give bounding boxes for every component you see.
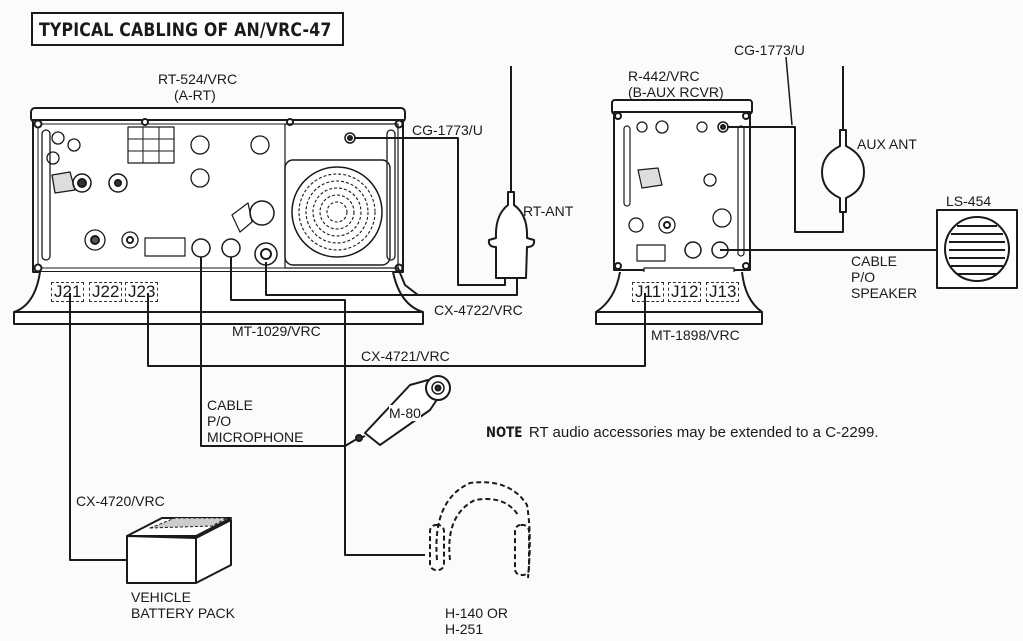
aux-unit-name: R-442/VRC: [628, 68, 700, 84]
headset-label-2: H-251: [445, 621, 484, 637]
rt-power-cable-label: CX-4722/VRC: [434, 302, 523, 318]
rt-speaker-jack-line: [265, 262, 418, 296]
aux-antenna-cable-label: CG-1773/U: [734, 42, 805, 58]
aux-mount-label: MT-1898/VRC: [651, 327, 740, 343]
interconnect-cable-label: CX-4721/VRC: [361, 348, 450, 364]
cable-runs: [69, 56, 937, 561]
aux-unit-role: (B-AUX RCVR): [628, 84, 724, 100]
jack-j11: J11: [632, 282, 665, 302]
mic-cable-label-3: MICROPHONE: [207, 429, 304, 445]
speaker-cable-label-3: SPEAKER: [851, 285, 918, 301]
interconnect-cable: [147, 293, 646, 367]
ls-454-speaker: [936, 209, 1018, 289]
speaker-cable-label-1: CABLE: [851, 253, 897, 269]
rt-antenna-label: RT-ANT: [523, 203, 574, 219]
note-text: RT audio accessories may be extended to …: [528, 424, 879, 441]
jack-j12: J12: [668, 282, 702, 302]
note: NOTE RT audio accessories may be extende…: [486, 424, 879, 442]
jack-j13: J13: [706, 282, 740, 302]
battery: [126, 517, 232, 584]
mic-cable-label-1: CABLE: [207, 397, 253, 413]
jack-j21: J21: [51, 282, 85, 302]
aux-antenna-label: AUX ANT: [857, 136, 917, 152]
title-box: TYPICAL CABLING OF AN/VRC-47: [31, 12, 344, 46]
speaker-label: LS-454: [946, 193, 992, 209]
battery-label-1: VEHICLE: [131, 589, 191, 605]
diagram-title: TYPICAL CABLING OF AN/VRC-47: [39, 19, 332, 41]
rt-antenna-cable: [354, 137, 506, 286]
microphone-label: M-80: [389, 405, 421, 421]
aux-antenna-cable: [727, 126, 844, 233]
rt-524-unit: [13, 107, 424, 325]
rt-mount-label: MT-1029/VRC: [232, 323, 321, 339]
headset: [429, 481, 531, 579]
r-442-unit: [595, 99, 763, 325]
rt-unit-role: (A-RT): [174, 87, 216, 103]
headset-label-1: H-140 OR: [445, 605, 509, 621]
aux-antenna: [821, 66, 865, 213]
rt-antenna: [487, 66, 536, 279]
battery-label-2: BATTERY PACK: [131, 605, 235, 621]
jack-j23: J23: [125, 282, 159, 302]
jack-j22: J22: [89, 282, 123, 302]
battery-cable-label: CX-4720/VRC: [76, 493, 165, 509]
mic-cable: [200, 257, 356, 447]
note-tag: NOTE: [486, 425, 523, 441]
battery-cable: [69, 293, 127, 561]
mic-cable-label-2: P/O: [207, 413, 232, 429]
rt-antenna-cable-label: CG-1773/U: [412, 122, 483, 138]
speaker-cable-label-2: P/O: [851, 269, 876, 285]
audio-line-1: [230, 257, 425, 556]
rt-unit-name: RT-524/VRC: [158, 71, 238, 87]
